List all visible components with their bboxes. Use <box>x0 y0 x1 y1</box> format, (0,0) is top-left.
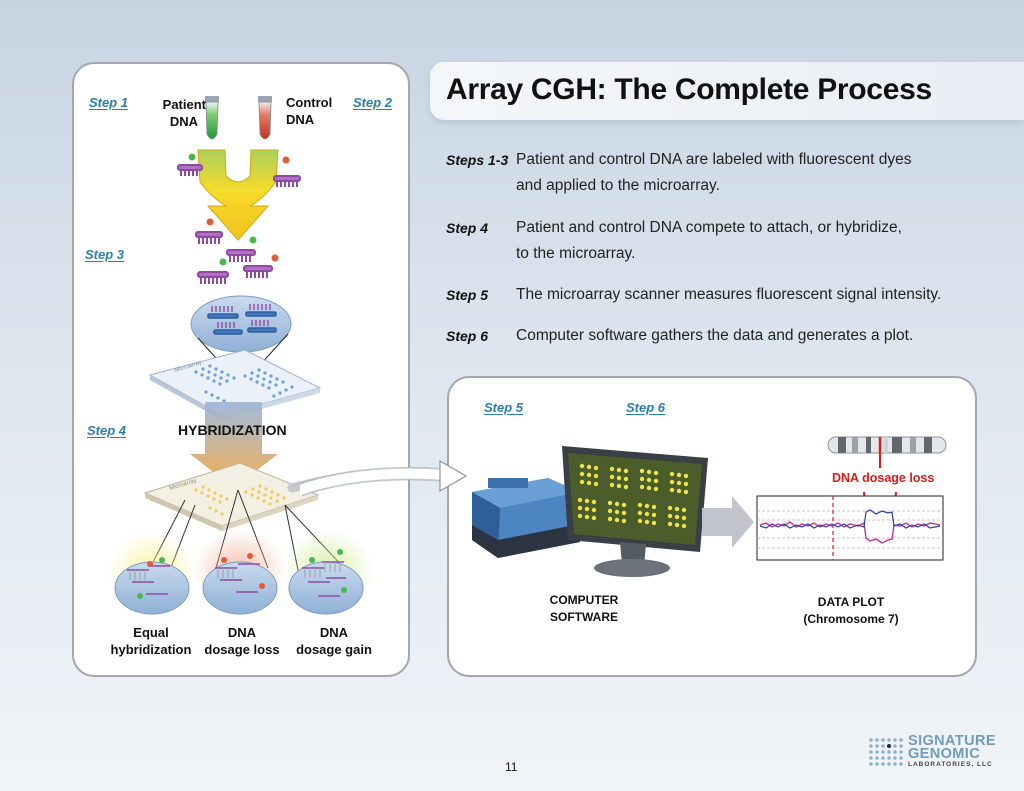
monitor-icon <box>562 446 708 577</box>
to-plot-arrow-icon <box>702 496 754 548</box>
dna-fragments-icon <box>177 164 301 284</box>
description-line: Patient and control DNA compete to attac… <box>516 219 902 236</box>
data-plot-label: DATA PLOT (Chromosome 7) <box>786 594 916 628</box>
software-label: COMPUTER SOFTWARE <box>532 592 636 626</box>
control-tube-icon <box>258 96 272 140</box>
description-line: Patient and control DNA are labeled with… <box>516 151 912 168</box>
description-row-step-5: Step 5 The microarray scanner measures f… <box>446 282 966 308</box>
result-label-equal: Equal hybridization <box>104 624 198 658</box>
merge-funnel-icon <box>197 149 279 241</box>
description-line: to the microarray. <box>516 245 636 262</box>
patient-tube-icon <box>205 96 219 140</box>
logo-line-3: LABORATORIES, LLC <box>908 761 993 768</box>
label-line: DATA PLOT <box>817 595 885 609</box>
label-line: Equal <box>133 625 169 640</box>
description-row-step-6: Step 6 Computer software gathers the dat… <box>446 323 966 349</box>
zoom-lines <box>149 489 347 571</box>
fluorescent-tag-icon <box>188 153 290 266</box>
logo-line-1: SIGNATURE <box>908 733 996 749</box>
hybridization-label: HYBRIDIZATION <box>178 422 287 438</box>
label-line: DNA <box>286 112 315 127</box>
label-line: Control <box>286 95 333 110</box>
microarray-slide-bottom <box>143 462 320 531</box>
patient-dna-label: Patient DNA <box>146 96 206 130</box>
description-step-label: Step 6 <box>446 328 489 344</box>
page-title: Array CGH: The Complete Process <box>446 73 932 106</box>
title-bar: Array CGH: The Complete Process <box>430 62 1024 120</box>
label-line: COMPUTER <box>549 593 619 607</box>
result-disc-loss <box>194 530 286 615</box>
label-line: Patient <box>162 97 206 112</box>
control-dna-label: Control DNA <box>286 94 346 128</box>
company-logo: SIGNATURE GENOMIC LABORATORIES, LLC <box>868 733 998 775</box>
page-number: 11 <box>505 760 518 774</box>
label-line: DNA <box>227 625 257 640</box>
description-step-label: Step 5 <box>446 287 489 303</box>
description-step-label: Steps 1-3 <box>446 152 509 168</box>
label-line: (Chromosome 7) <box>803 612 899 626</box>
step-3-label: Step 3 <box>85 247 125 262</box>
label-line: DNA <box>319 625 349 640</box>
flow-arrow-icon <box>300 459 468 497</box>
label-line: dosage gain <box>296 642 372 657</box>
description-text: Computer software gathers the data and g… <box>516 323 966 349</box>
label-line: hybridization <box>110 642 192 657</box>
description-line: and applied to the microarray. <box>516 177 720 194</box>
label-line: DNA <box>169 114 198 129</box>
logo-line-2: GENOMIC <box>908 746 981 762</box>
chromosome-icon <box>827 436 947 468</box>
probe-dots-icon <box>137 549 347 599</box>
step-6-label: Step 6 <box>626 400 666 415</box>
description-row-step-4: Step 4 Patient and control DNA compete t… <box>446 215 966 267</box>
microarray-zoom-disc <box>190 295 292 387</box>
description-text: Patient and control DNA compete to attac… <box>516 215 966 267</box>
step-5-label: Step 5 <box>484 400 524 415</box>
description-row-steps-1-3: Steps 1-3 Patient and control DNA are la… <box>446 147 966 199</box>
label-line: dosage loss <box>204 642 280 657</box>
label-line: SOFTWARE <box>550 610 618 624</box>
data-plot-chart <box>756 495 944 561</box>
dosage-loss-label: DNA dosage loss <box>832 471 935 485</box>
description-line: Computer software gathers the data and g… <box>516 327 914 344</box>
result-label-gain: DNA dosage gain <box>290 624 378 658</box>
process-diagram: Microarray Microarray <box>107 96 412 615</box>
description-step-label: Step 4 <box>446 220 489 236</box>
description-text: The microarray scanner measures fluoresc… <box>516 282 966 308</box>
scanner-icon <box>472 478 580 558</box>
hybridized-probes-icon <box>127 561 346 597</box>
step-2-label: Step 2 <box>353 95 393 110</box>
result-disc-gain <box>282 530 374 615</box>
description-line: The microarray scanner measures fluoresc… <box>516 286 942 303</box>
analysis-diagram <box>472 436 947 577</box>
step-4-label: Step 4 <box>87 423 127 438</box>
description-text: Patient and control DNA are labeled with… <box>516 147 966 199</box>
result-label-loss: DNA dosage loss <box>199 624 285 658</box>
logo-dots-icon <box>869 738 903 766</box>
step-1-label: Step 1 <box>89 95 129 110</box>
hybridization-arrow-icon <box>190 402 278 488</box>
result-disc-equal <box>107 532 197 615</box>
